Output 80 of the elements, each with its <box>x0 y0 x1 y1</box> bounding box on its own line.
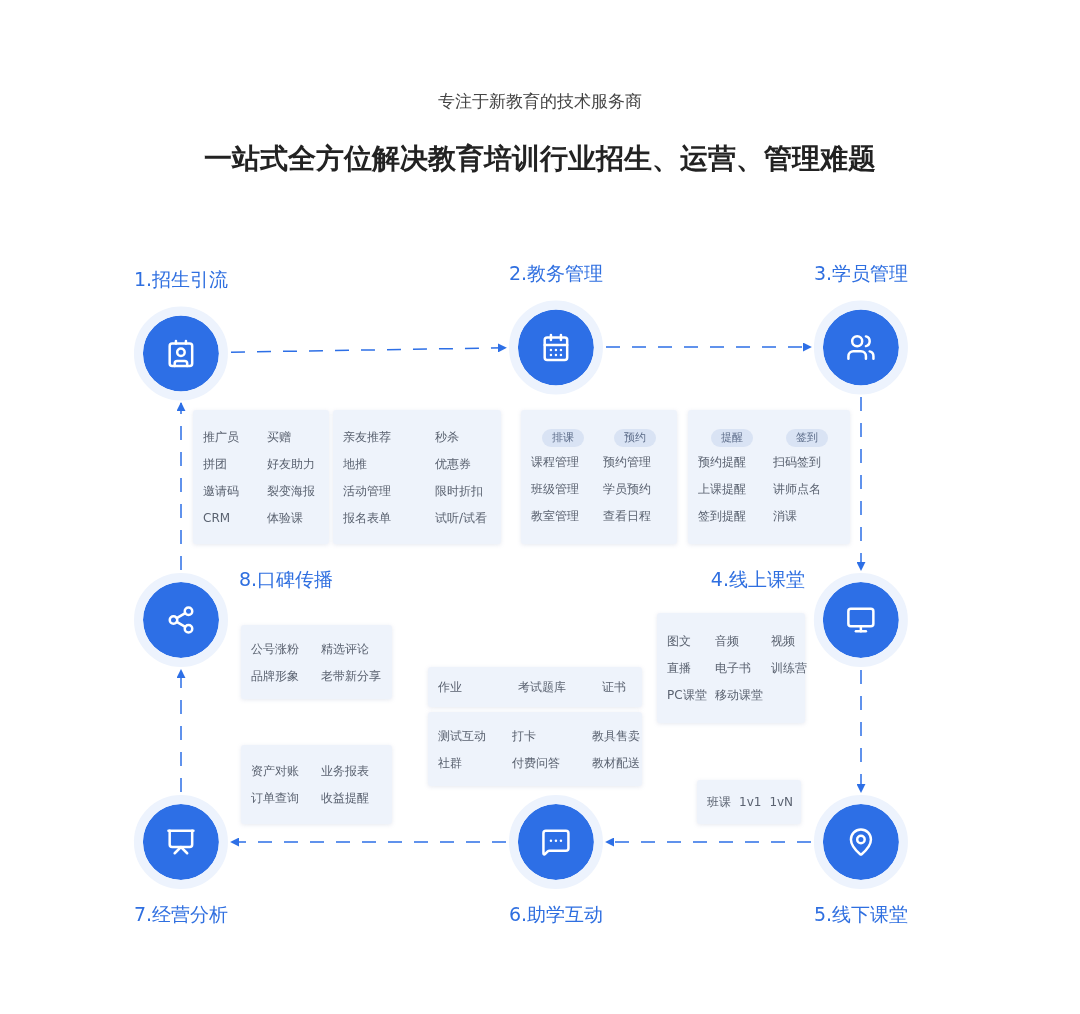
feature-item: 1vN <box>769 794 794 811</box>
feature-item: 预约管理 <box>603 454 652 472</box>
feature-item: 秒杀 <box>435 428 460 446</box>
feature-item: 资产对账 <box>251 763 300 780</box>
dashed-arrow <box>230 343 507 353</box>
feature-item: 活动管理 <box>343 482 392 500</box>
step-heading: 4.线上课堂 <box>710 567 805 592</box>
feature-item: 老带新分享 <box>321 667 382 685</box>
step-heading: 3.学员管理 <box>813 260 909 286</box>
feature-item: 讲师点名 <box>773 481 822 499</box>
feature-item: 业务报表 <box>320 763 370 780</box>
dashed-arrow <box>605 837 812 847</box>
feature-item: 上课提醒 <box>698 481 747 499</box>
feature-item: 推广员 <box>203 428 240 446</box>
feature-item: 班课 <box>707 794 731 811</box>
feature-item: 查看日程 <box>603 508 652 526</box>
feature-panel <box>688 410 850 544</box>
feature-item: 教具售卖 <box>592 727 640 745</box>
feature-item: 1v1 <box>739 794 762 811</box>
feature-item: 打卡 <box>512 727 537 745</box>
feature-item: 作业 <box>438 679 463 696</box>
dashed-arrow <box>605 342 812 352</box>
feature-item: 训练营 <box>770 660 807 677</box>
dashed-arrow <box>176 402 186 571</box>
feature-item: 收益提醒 <box>320 790 370 807</box>
feature-item: 邀请码 <box>203 482 240 500</box>
category-tag: 预约 <box>614 428 656 448</box>
step-heading: 7.经营分析 <box>133 902 229 927</box>
feature-item: 班级管理 <box>531 481 580 499</box>
feature-item: 订单查询 <box>251 790 300 807</box>
dashed-arrow <box>176 669 186 793</box>
feature-item: 签到提醒 <box>698 508 747 526</box>
feature-item: 教室管理 <box>531 508 580 526</box>
dashed-arrow <box>230 837 507 847</box>
feature-item: 裂变海报 <box>267 482 316 500</box>
feature-panel <box>521 410 677 544</box>
feature-item: 品牌形象 <box>251 667 300 685</box>
feature-item: 买赠 <box>267 428 292 446</box>
feature-item: 限时折扣 <box>435 482 484 500</box>
feature-item: 测试互动 <box>438 727 487 745</box>
feature-item: 付费问答 <box>512 754 561 772</box>
category-tag: 签到 <box>785 428 828 448</box>
step-heading: 1.招生引流 <box>133 266 229 292</box>
feature-item: 亲友推荐 <box>343 428 392 446</box>
category-tag: 排课 <box>542 428 584 448</box>
dashed-arrow <box>856 396 866 571</box>
step-heading: 6.助学互动 <box>508 902 604 927</box>
feature-item: 学员预约 <box>603 481 652 499</box>
feature-item: 图文 <box>667 633 692 650</box>
step-heading: 5.线下课堂 <box>813 902 909 927</box>
feature-item: 优惠券 <box>435 455 472 473</box>
feature-item: 课程管理 <box>531 454 580 472</box>
feature-item: 地推 <box>343 455 368 473</box>
feature-item: 视频 <box>770 633 796 650</box>
feature-item: 直播 <box>667 660 692 677</box>
feature-item: 电子书 <box>714 660 752 677</box>
feature-item: 社群 <box>438 754 463 772</box>
feature-item: 精选评论 <box>321 640 370 658</box>
feature-item: 预约提醒 <box>698 454 747 472</box>
dashed-arrow <box>856 669 866 793</box>
feature-item: 试听/试看 <box>435 509 489 527</box>
feature-item: 拼团 <box>203 455 228 473</box>
feature-item: 移动课堂 <box>714 687 763 704</box>
feature-item: CRM <box>203 509 232 527</box>
feature-item: 音频 <box>714 633 740 650</box>
step-heading: 8.口碑传播 <box>239 567 334 592</box>
feature-item: 好友助力 <box>267 455 316 473</box>
feature-item: 证书 <box>602 679 627 696</box>
category-tag: 提醒 <box>710 428 753 448</box>
step-heading: 2.教务管理 <box>508 260 604 286</box>
feature-item: 扫码签到 <box>773 454 822 472</box>
feature-item: 消课 <box>773 508 798 526</box>
feature-item: 体验课 <box>267 509 304 527</box>
feature-item: 报名表单 <box>343 509 392 527</box>
feature-item: 公号涨粉 <box>251 640 300 658</box>
subtitle: 专注于新教育的技术服务商 <box>437 90 643 113</box>
feature-item: 教材配送 <box>592 754 640 772</box>
feature-item: 考试题库 <box>518 679 567 696</box>
feature-item: PC课堂 <box>667 687 707 704</box>
title: 一站式全方位解决教育培训行业招生、运营、管理难题 <box>203 141 877 177</box>
